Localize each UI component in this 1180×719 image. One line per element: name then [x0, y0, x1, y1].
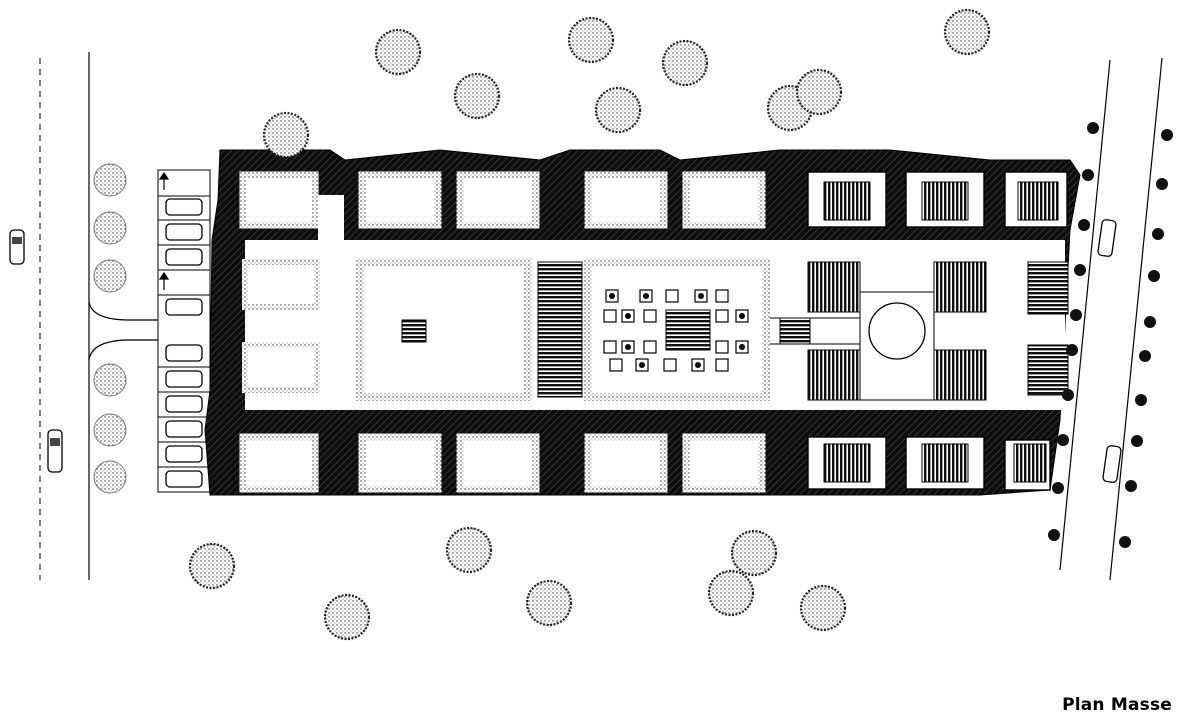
- west-parking: [157, 169, 211, 493]
- seating-bands: [537, 261, 583, 398]
- east-parking: [807, 261, 1069, 401]
- north-unit-planting: [239, 171, 766, 229]
- plaza-seating-dots: [609, 293, 745, 368]
- parked-cars: [165, 198, 203, 488]
- left-road: [39, 52, 210, 580]
- road-car: [9, 229, 25, 265]
- main-stair: [770, 317, 860, 345]
- roundabout: [859, 291, 935, 401]
- east-road-trees: [1048, 122, 1173, 548]
- west-unit-planting: [242, 259, 320, 393]
- south-unit-planting: [239, 433, 766, 493]
- right-road: [1059, 57, 1163, 581]
- central-plaza: [584, 258, 770, 401]
- west-courtyard: [356, 258, 532, 401]
- road-car: [1102, 445, 1122, 483]
- parking-arrow-icon: [158, 171, 170, 290]
- drawing-title: Plan Masse: [1062, 695, 1172, 715]
- trees: [188, 8, 991, 641]
- road-car: [1097, 219, 1117, 257]
- roadside-shrubs: [93, 163, 127, 494]
- plaza-seating-blocks: [603, 289, 749, 372]
- north-parking-bays: [823, 181, 1059, 221]
- south-parking-bays: [823, 443, 1047, 483]
- road-car: [47, 429, 63, 473]
